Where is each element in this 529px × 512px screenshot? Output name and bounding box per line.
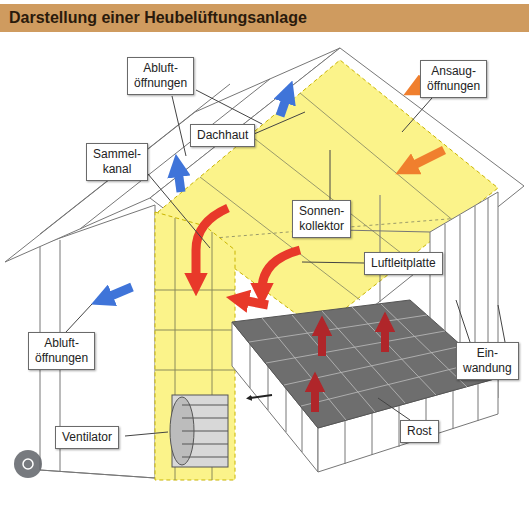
floor-grate-part (284, 346, 462, 385)
callout-box: Luftleitplatte (364, 252, 443, 275)
floor-grate-part (266, 331, 445, 363)
floor-enclosure-part (268, 366, 269, 410)
floor-grate-part (322, 311, 405, 403)
floor-enclosure-part (453, 390, 454, 429)
back-side-wall-part (380, 195, 381, 302)
leader-lines-part (66, 304, 92, 332)
back-side-wall-part (340, 230, 430, 232)
collector-channel-part (155, 290, 235, 291)
collector-channel-part (155, 330, 235, 331)
leader-lines-part (302, 262, 364, 263)
fan-housing-part (182, 431, 228, 432)
floor-grate-part (301, 362, 480, 406)
callout-label: Rost (407, 424, 432, 439)
callout-box: Abluft- öffnungen (127, 57, 194, 95)
fan-housing (170, 395, 228, 467)
air-arrows-part (318, 330, 326, 356)
floor-grate-part (292, 315, 375, 412)
air-arrows-part (311, 386, 319, 412)
leader-lines-part (498, 305, 505, 342)
callout-label: Abluft- öffnungen (134, 61, 187, 91)
fan-housing-part (182, 457, 228, 458)
callout-label: Ein- wandung (463, 346, 512, 376)
callout-label: Luftleitplatte (371, 256, 436, 271)
callout-box: Sonnen- kollektor (292, 200, 351, 238)
callout-label: Dachhaut (197, 128, 248, 143)
callout-label: Ansaug- öffnungen (427, 64, 480, 94)
air-arrows-part (178, 170, 181, 192)
callout-box: Dachhaut (190, 124, 255, 147)
air-arrows-part (410, 150, 444, 167)
floor-enclosure-part (478, 383, 479, 421)
air-arrows-part (242, 300, 268, 305)
callout-label: Sammel- kanal (93, 147, 141, 177)
callout-box: Ein- wandung (456, 342, 519, 380)
leader-lines-part (378, 398, 410, 420)
leader-lines-part (330, 150, 331, 202)
lens-icon (14, 450, 42, 478)
solar-collector-part (250, 135, 410, 260)
floor-enclosure-part (250, 344, 251, 388)
air-arrows (106, 68, 458, 412)
air-arrows-part (250, 395, 272, 398)
floor-grate-part (352, 307, 436, 395)
air-arrows-part (196, 208, 228, 280)
callout-box: Abluft- öffnungen (28, 332, 95, 370)
leader-lines-part (254, 112, 305, 134)
callout-label: Abluft- öffnungen (35, 336, 88, 366)
fan-housing-part (182, 418, 228, 419)
lens-icon-part (23, 459, 33, 469)
callout-label: Sonnen- kollektor (299, 204, 344, 234)
callout-box: Ventilator (55, 426, 119, 449)
floor-enclosure-part (345, 420, 346, 464)
air-arrows-part (381, 326, 389, 352)
lens-icon-part (14, 450, 42, 478)
callout-box: Sammel- kanal (86, 143, 148, 181)
floor-enclosure-part (372, 413, 373, 455)
floor-enclosure-part (302, 408, 303, 452)
floor-grate-part (381, 304, 467, 387)
floor-grate-part (262, 318, 346, 420)
collector-channel-part (155, 370, 235, 371)
title-banner: Darstellung einer Heubelüftungsanlage (0, 4, 529, 32)
floor-enclosure-part (286, 388, 287, 432)
leader-lines (66, 90, 505, 436)
fan-housing-part (182, 405, 228, 406)
callout-box: Rost (400, 420, 439, 443)
fan-housing-part (182, 444, 228, 445)
callout-box: Ansaug- öffnungen (420, 60, 487, 98)
leader-lines-part (148, 174, 210, 248)
air-arrows-part (262, 250, 300, 290)
leader-lines-part (196, 90, 262, 124)
left-annex-part (40, 470, 155, 478)
leader-lines-part (402, 98, 432, 132)
air-arrows-part (280, 96, 287, 116)
air-arrows-part (106, 287, 132, 298)
leader-lines-part (125, 432, 168, 436)
diagram-title: Darstellung einer Heubelüftungsanlage (0, 4, 529, 27)
leader-lines-part (456, 300, 470, 342)
callout-label: Ventilator (62, 430, 112, 445)
leader-lines-part (172, 96, 186, 156)
